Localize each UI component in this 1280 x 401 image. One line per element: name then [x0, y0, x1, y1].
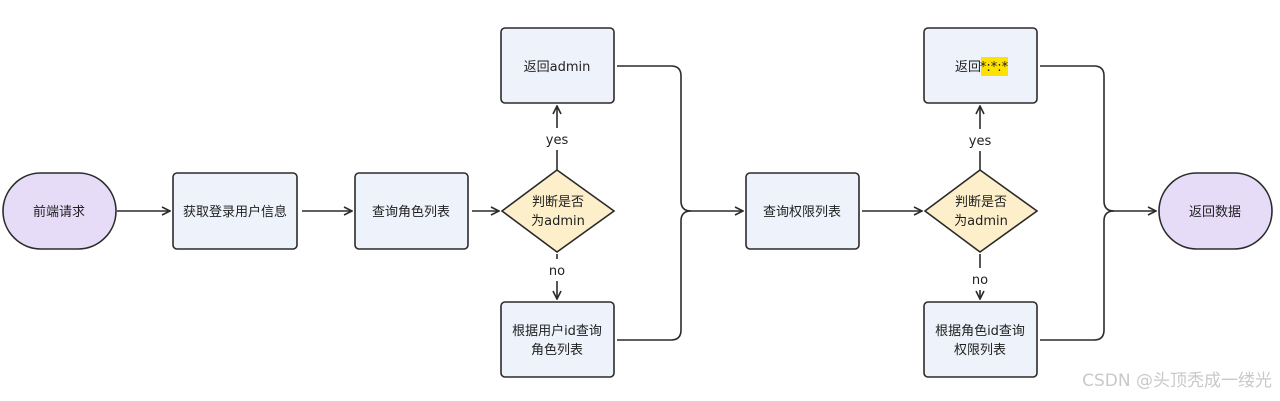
- node-query-perms-label: 查询权限列表: [763, 204, 841, 220]
- node-return-all-highlight: *:*:*: [980, 60, 1009, 75]
- label-yes-2: yes: [969, 134, 992, 149]
- node-decision-1-line-2: 为admin: [531, 214, 585, 229]
- edge-by-role-to-merge: [1040, 210, 1115, 341]
- node-query-perms-by-role-line-1: 根据角色id查询: [935, 323, 1025, 339]
- edge-by-user-to-merge: [617, 210, 692, 341]
- node-decision-2-line-1: 判断是否: [955, 195, 1007, 210]
- label-yes-1: yes: [546, 133, 569, 148]
- node-end: 返回数据: [1158, 172, 1273, 250]
- highlight-background: [981, 57, 1008, 76]
- node-decision-2-line-2: 为admin: [954, 214, 1008, 229]
- node-decision-2: 判断是否 为admin: [923, 169, 1039, 253]
- node-start: 前端请求: [2, 172, 117, 250]
- node-query-roles-label: 查询角色列表: [372, 204, 450, 220]
- node-decision-1-line-1: 判断是否: [532, 195, 584, 210]
- node-query-roles-by-user-line-2: 角色列表: [531, 342, 583, 358]
- node-end-label: 返回数据: [1189, 205, 1241, 220]
- node-query-roles-by-user-line-1: 根据用户id查询: [512, 323, 602, 339]
- node-return-all: 返回 *:*:*: [923, 27, 1038, 104]
- watermark: CSDN @头顶秃成一缕光: [1082, 371, 1272, 391]
- node-return-all-label: 返回: [955, 60, 981, 75]
- edge-return-all-to-merge: [1040, 65, 1115, 212]
- node-start-label: 前端请求: [33, 204, 85, 220]
- node-get-user-label: 获取登录用户信息: [183, 204, 287, 220]
- node-decision-1: 判断是否 为admin: [500, 169, 616, 253]
- node-query-roles: 查询角色列表: [354, 172, 469, 250]
- label-no-1: no: [549, 264, 565, 279]
- node-query-perms-by-role: 根据角色id查询 权限列表: [923, 301, 1038, 378]
- edge-return-admin-to-merge: [617, 65, 692, 212]
- node-return-admin-label: 返回admin: [524, 60, 591, 75]
- node-query-perms: 查询权限列表: [745, 172, 860, 250]
- connectors: [117, 65, 1156, 341]
- edge-labels: yes no yes no: [540, 128, 997, 290]
- node-query-roles-by-user: 根据用户id查询 角色列表: [500, 301, 615, 378]
- node-return-admin: 返回admin: [500, 27, 615, 104]
- label-no-2: no: [972, 273, 988, 288]
- node-query-perms-by-role-line-2: 权限列表: [954, 342, 1006, 358]
- node-get-user: 获取登录用户信息: [172, 172, 298, 250]
